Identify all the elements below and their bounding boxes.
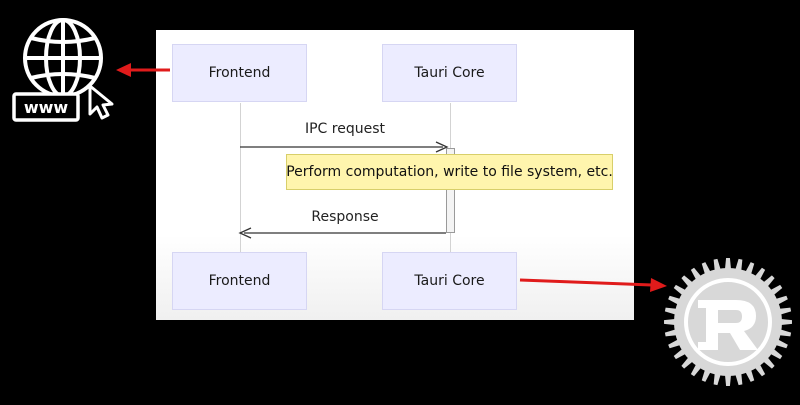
actor-frontend-bottom: Frontend [172, 252, 307, 310]
gear-tooth [713, 258, 721, 272]
actor-tauri-core-top: Tauri Core [382, 44, 517, 102]
message-response: Response [311, 209, 379, 225]
message-arrows [238, 141, 449, 239]
activation-box [446, 148, 455, 233]
gear-tooth [724, 373, 732, 386]
gear-tooth [713, 372, 721, 386]
actor-label: Frontend [208, 65, 271, 81]
gear-tooth [778, 307, 792, 315]
actor-label: Tauri Core [414, 65, 485, 81]
actor-tauri-core-bottom: Tauri Core [382, 252, 517, 310]
note-text: Perform computation, write to file syste… [286, 164, 613, 180]
gear-tooth [664, 307, 678, 315]
red-arrow-to-rust-head [650, 278, 667, 292]
gear-tooth [779, 318, 792, 326]
arrow-ipc-request-head [435, 141, 449, 153]
sequence-diagram: Frontend Tauri Core IPC request Response… [156, 30, 634, 320]
red-arrow-to-rust-line [519, 278, 653, 287]
gear-tooth [735, 372, 743, 386]
cursor-icon [88, 84, 114, 120]
actor-label: Frontend [208, 273, 271, 289]
www-text: www [24, 98, 69, 117]
gear-tooth [735, 258, 743, 272]
gear-tooth [664, 329, 678, 337]
rust-r-shape [698, 300, 758, 350]
actor-label: Tauri Core [414, 273, 485, 289]
red-arrow-to-web-head [116, 63, 131, 77]
gear-tooth [778, 329, 792, 337]
actor-frontend-top: Frontend [172, 44, 307, 102]
rust-letter: R [728, 252, 739, 256]
arrow-response-head [238, 227, 252, 239]
gear-tooth [724, 258, 732, 271]
lifeline-frontend [240, 103, 241, 253]
rust-logo-icon: R [664, 252, 792, 386]
globe-www-icon: www [12, 18, 114, 122]
message-ipc-request: IPC request [304, 121, 385, 137]
gear-tooth [664, 318, 677, 326]
note-box: Perform computation, write to file syste… [286, 154, 613, 190]
